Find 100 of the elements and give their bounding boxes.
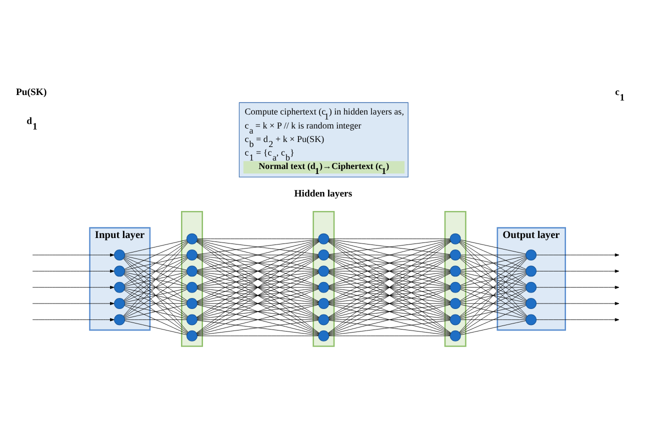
connector <box>460 270 526 272</box>
connector <box>460 256 526 270</box>
connector <box>328 272 450 287</box>
node-circle <box>450 282 461 293</box>
connector <box>197 272 319 303</box>
connector <box>328 239 450 255</box>
arrow <box>536 286 620 289</box>
node-circle <box>114 314 126 326</box>
connector <box>328 256 450 286</box>
connector <box>124 319 187 320</box>
connector <box>328 240 451 302</box>
arrow <box>32 253 114 257</box>
node-circle <box>318 233 330 244</box>
connector <box>124 254 187 256</box>
connector <box>124 242 188 300</box>
connector <box>460 319 526 320</box>
connector <box>460 304 526 319</box>
label: Pu(SK) <box>16 86 47 98</box>
connector <box>197 303 319 304</box>
node-circle <box>114 250 126 260</box>
cluster <box>181 211 203 347</box>
connector <box>197 320 319 336</box>
connector <box>328 241 452 334</box>
connector <box>124 274 188 318</box>
connector <box>460 241 527 285</box>
connector <box>328 287 450 288</box>
arrow <box>32 270 114 273</box>
node-circle <box>318 250 330 260</box>
node-circle <box>318 314 330 326</box>
connector <box>124 288 188 303</box>
connector <box>196 241 320 318</box>
node-circle <box>114 298 126 310</box>
connector <box>328 240 450 270</box>
connector <box>124 303 187 304</box>
connector <box>460 272 526 287</box>
connector <box>459 274 528 333</box>
arrow <box>32 318 114 322</box>
node-circle <box>526 250 537 260</box>
connector <box>460 240 526 254</box>
arrow <box>32 286 114 289</box>
node-circle <box>318 282 330 293</box>
node-circle <box>186 314 198 326</box>
connector <box>460 303 526 304</box>
node-circle <box>186 250 198 260</box>
node-circle <box>186 266 198 277</box>
connector <box>197 239 319 255</box>
connector <box>328 257 451 334</box>
arrow <box>536 253 620 257</box>
connector <box>328 272 450 318</box>
connector <box>460 274 527 318</box>
connector <box>123 242 188 316</box>
connector <box>328 320 450 336</box>
cluster <box>444 211 466 347</box>
connector <box>328 303 450 304</box>
node-circle <box>186 233 198 244</box>
label: Hidden layers <box>294 188 352 200</box>
connector <box>328 304 450 335</box>
connector <box>328 255 450 271</box>
connector <box>328 254 450 256</box>
connector <box>197 304 319 335</box>
node-circle <box>318 298 330 310</box>
node-circle <box>450 314 461 326</box>
node-circle <box>450 298 461 310</box>
connector <box>460 254 526 256</box>
connector <box>196 256 319 302</box>
connector <box>328 304 450 320</box>
cluster <box>312 211 335 347</box>
connector <box>197 287 319 288</box>
connector <box>124 287 187 288</box>
node-circle <box>186 282 198 293</box>
connector <box>124 272 188 287</box>
node-circle <box>114 282 126 293</box>
connector <box>196 240 319 286</box>
connector <box>196 257 320 334</box>
connector <box>197 288 319 319</box>
connector <box>197 255 319 271</box>
node-circle <box>186 330 198 342</box>
node-circle <box>450 233 461 244</box>
connector <box>124 304 188 319</box>
arrow <box>32 302 114 306</box>
node-circle <box>526 298 537 310</box>
connector <box>124 272 188 302</box>
connector <box>328 288 450 334</box>
connector <box>328 288 450 319</box>
connector <box>197 240 319 270</box>
node-circle <box>526 266 537 277</box>
node-circle <box>450 330 461 342</box>
connector <box>124 256 188 286</box>
connector <box>459 242 528 301</box>
connector <box>124 241 188 285</box>
connector <box>123 258 188 332</box>
connector <box>196 288 319 334</box>
connector <box>197 256 319 286</box>
cluster: Input layer <box>89 227 151 331</box>
connector <box>124 240 188 254</box>
connector <box>328 270 450 272</box>
connector <box>460 288 526 303</box>
connector <box>124 289 188 318</box>
connector <box>197 270 319 272</box>
connector <box>124 240 188 270</box>
